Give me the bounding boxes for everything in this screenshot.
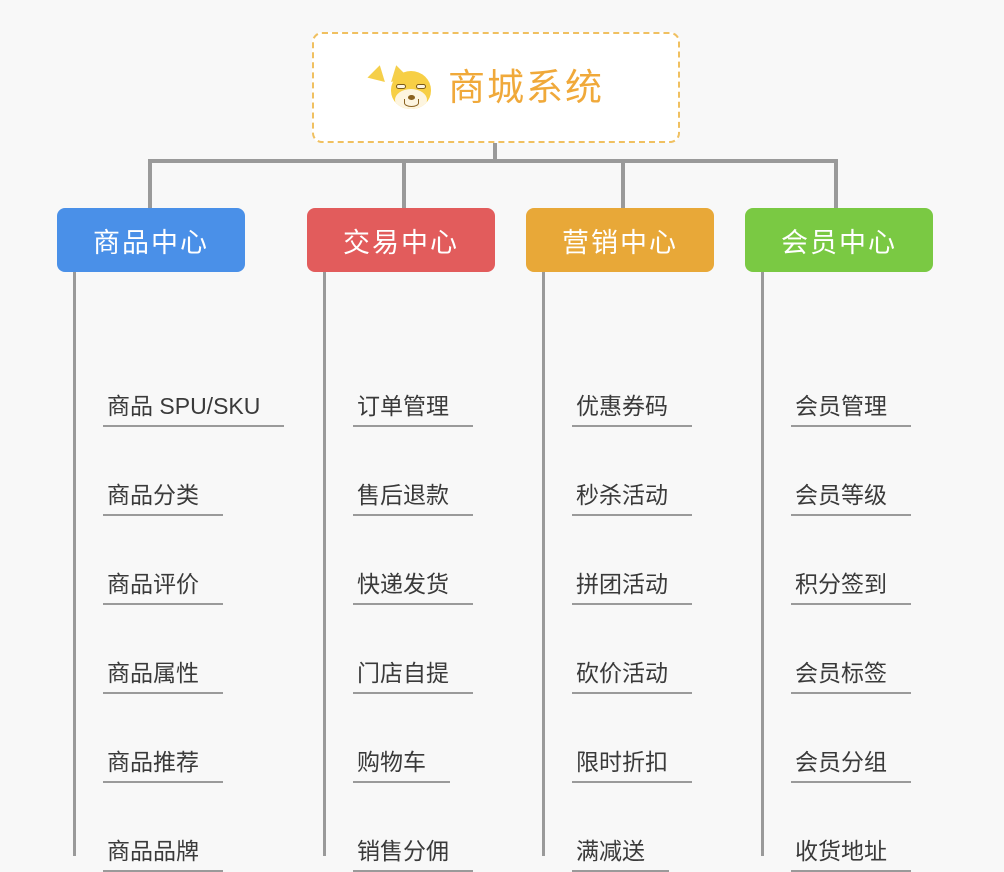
connector-root-stem xyxy=(493,143,497,162)
connector-horizontal-bus xyxy=(148,159,838,163)
leaf-item-label: 会员分组 xyxy=(791,749,911,783)
category-box[interactable]: 会员中心 xyxy=(745,208,933,272)
column-spine xyxy=(542,272,545,856)
leaf-item-label: 售后退款 xyxy=(353,482,473,516)
leaf-item[interactable]: 优惠券码 xyxy=(542,338,714,427)
leaf-item[interactable]: 积分签到 xyxy=(761,516,933,605)
leaf-item[interactable]: 会员等级 xyxy=(761,427,933,516)
leaf-item-label: 优惠券码 xyxy=(572,393,692,427)
leaf-item[interactable]: 拼团活动 xyxy=(542,516,714,605)
category-label: 会员中心 xyxy=(781,227,897,258)
leaf-item-label: 商品推荐 xyxy=(103,749,223,783)
leaf-item-label: 砍价活动 xyxy=(572,660,692,694)
leaf-item[interactable]: 砍价活动 xyxy=(542,605,714,694)
leaf-item-label: 商品品牌 xyxy=(103,838,223,872)
leaf-item[interactable]: 收货地址 xyxy=(761,783,933,872)
leaf-item[interactable]: 商品分类 xyxy=(73,427,245,516)
category-label: 交易中心 xyxy=(343,227,459,258)
leaf-item[interactable]: 会员分组 xyxy=(761,694,933,783)
leaf-item[interactable]: 商品 SPU/SKU xyxy=(73,338,285,427)
column-spine xyxy=(323,272,326,856)
category-column-0: 商品中心商品 SPU/SKU 商品分类商品评价商品属性商品推荐商品品牌 xyxy=(57,208,285,872)
leaf-item[interactable]: 秒杀活动 xyxy=(542,427,714,516)
category-box[interactable]: 商品中心 xyxy=(57,208,245,272)
connector-drop-2 xyxy=(621,161,625,208)
leaf-item[interactable]: 限时折扣 xyxy=(542,694,714,783)
column-item-list: 会员管理会员等级积分签到会员标签会员分组收货地址 xyxy=(761,272,933,872)
leaf-item-label: 商品 SPU/SKU xyxy=(103,393,285,427)
category-label: 商品中心 xyxy=(93,227,209,258)
leaf-item-label: 拼团活动 xyxy=(572,571,692,605)
leaf-item[interactable]: 商品评价 xyxy=(73,516,245,605)
category-box[interactable]: 交易中心 xyxy=(307,208,495,272)
leaf-item[interactable]: 商品推荐 xyxy=(73,694,245,783)
category-label: 营销中心 xyxy=(562,227,678,258)
leaf-item[interactable]: 商品品牌 xyxy=(73,783,245,872)
leaf-item[interactable]: 订单管理 xyxy=(323,338,495,427)
connector-drop-1 xyxy=(402,161,406,208)
category-column-1: 交易中心订单管理售后退款快递发货门店自提购物车销售分佣 xyxy=(307,208,495,872)
category-box[interactable]: 营销中心 xyxy=(526,208,714,272)
column-item-list: 订单管理售后退款快递发货门店自提购物车销售分佣 xyxy=(323,272,495,872)
leaf-item[interactable]: 快递发货 xyxy=(323,516,495,605)
leaf-item[interactable]: 销售分佣 xyxy=(323,783,495,872)
leaf-item[interactable]: 售后退款 xyxy=(323,427,495,516)
leaf-item[interactable]: 门店自提 xyxy=(323,605,495,694)
column-spine xyxy=(761,272,764,856)
leaf-item[interactable]: 商品属性 xyxy=(73,605,245,694)
leaf-item-label: 门店自提 xyxy=(353,660,473,694)
leaf-item-label: 销售分佣 xyxy=(353,838,473,872)
leaf-item-label: 商品属性 xyxy=(103,660,223,694)
leaf-item-label: 商品评价 xyxy=(103,571,223,605)
leaf-item-label: 秒杀活动 xyxy=(572,482,692,516)
leaf-item[interactable]: 会员标签 xyxy=(761,605,933,694)
root-title: 商城系统 xyxy=(448,67,604,108)
leaf-item-label: 会员标签 xyxy=(791,660,911,694)
leaf-item[interactable]: 购物车 xyxy=(323,694,495,783)
leaf-item-label: 限时折扣 xyxy=(572,749,692,783)
mindmap-canvas: 商城系统 商品中心商品 SPU/SKU 商品分类商品评价商品属性商品推荐商品品牌 交… xyxy=(57,32,933,872)
column-item-list: 商品 SPU/SKU 商品分类商品评价商品属性商品推荐商品品牌 xyxy=(73,272,285,872)
leaf-item[interactable]: 会员管理 xyxy=(761,338,933,427)
category-column-3: 会员中心会员管理会员等级积分签到会员标签会员分组收货地址 xyxy=(745,208,933,872)
category-column-2: 营销中心优惠券码秒杀活动拼团活动砍价活动限时折扣满减送 xyxy=(526,208,714,872)
leaf-item-label: 满减送 xyxy=(572,838,669,872)
leaf-item-label: 积分签到 xyxy=(791,571,911,605)
connector-drop-0 xyxy=(148,161,152,208)
connector-drop-3 xyxy=(834,161,838,208)
leaf-item-label: 会员管理 xyxy=(791,393,911,427)
leaf-item[interactable]: 满减送 xyxy=(542,783,714,872)
leaf-item-label: 收货地址 xyxy=(791,838,911,872)
root-node[interactable]: 商城系统 xyxy=(312,32,680,143)
leaf-item-label: 商品分类 xyxy=(103,482,223,516)
leaf-item-label: 购物车 xyxy=(353,749,450,783)
shiba-dog-face-icon xyxy=(367,62,434,111)
column-item-list: 优惠券码秒杀活动拼团活动砍价活动限时折扣满减送 xyxy=(542,272,714,872)
leaf-item-label: 快递发货 xyxy=(353,571,473,605)
leaf-item-label: 订单管理 xyxy=(353,393,473,427)
column-spine xyxy=(73,272,76,856)
leaf-item-label: 会员等级 xyxy=(791,482,911,516)
